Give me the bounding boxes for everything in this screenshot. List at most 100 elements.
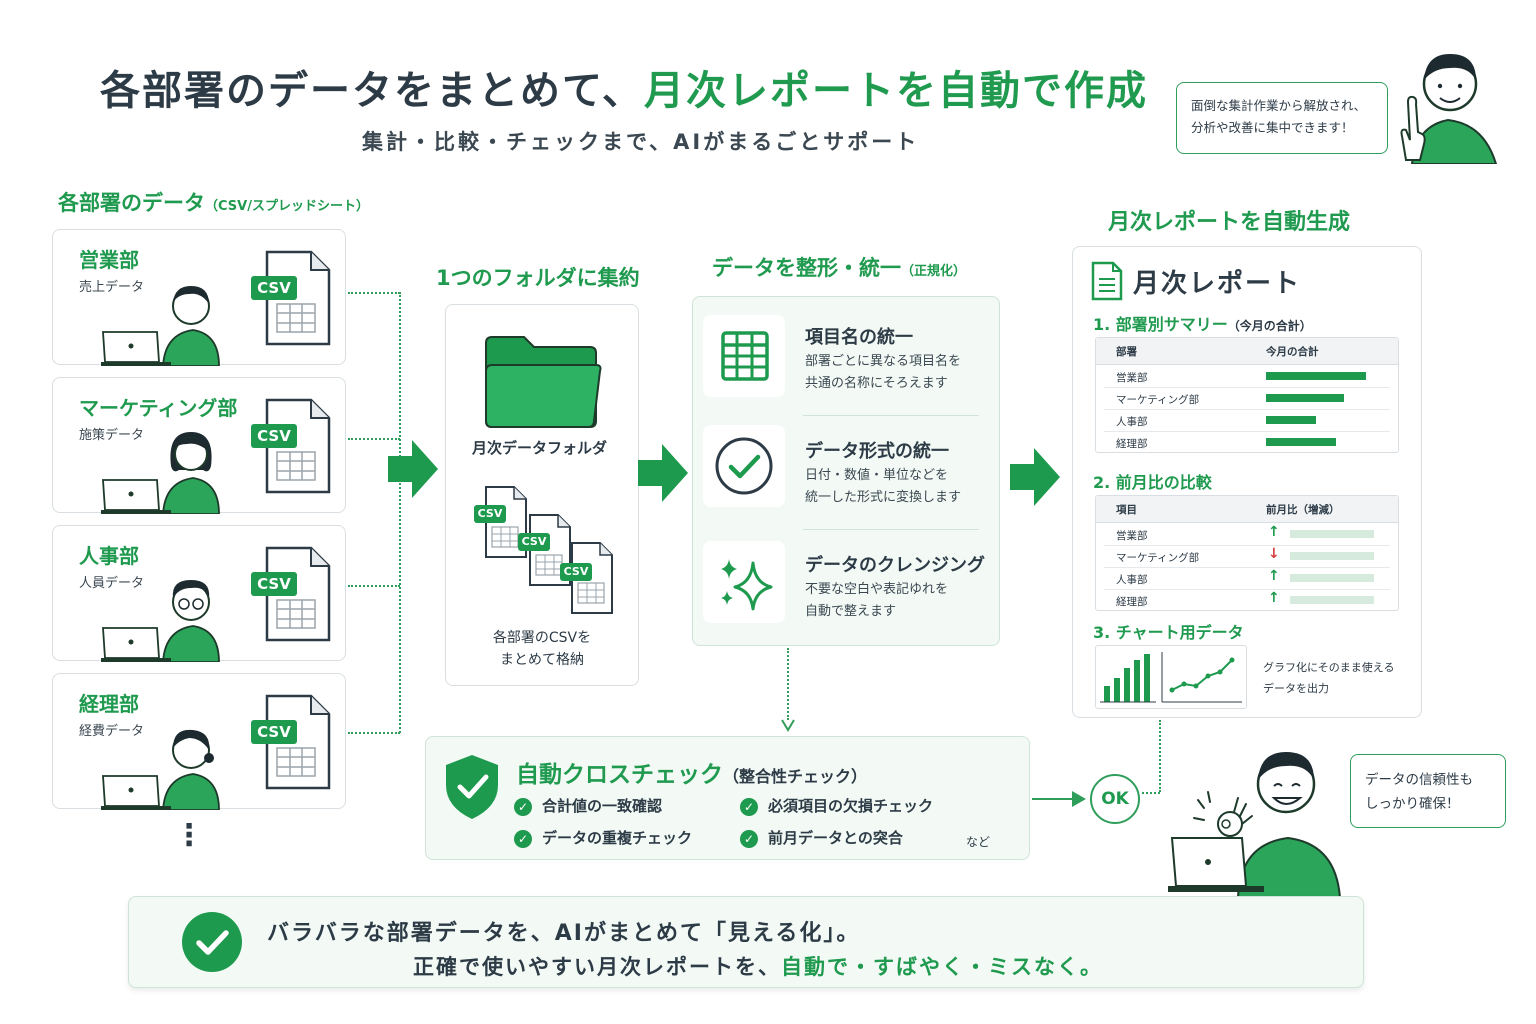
csv-file-icon bbox=[265, 546, 331, 642]
table-col-header: 部署 bbox=[1116, 346, 1137, 358]
dept-data-label: 売上データ bbox=[79, 280, 145, 295]
step-desc-line1: 部署ごとに異なる項目名を bbox=[805, 354, 962, 369]
speech-top-line2: 分析や改善に集中できます！ bbox=[1191, 120, 1354, 135]
table-col-header: 前月比（増減） bbox=[1266, 504, 1340, 516]
check-item: ✓データの重複チェック bbox=[514, 827, 692, 848]
step-icon-box bbox=[703, 541, 785, 623]
folder-name: 月次データフォルダ bbox=[472, 439, 608, 457]
footer-line1: バラバラな部署データを、AIがまとめて「見える化」。 bbox=[267, 921, 861, 946]
row-divider bbox=[1104, 589, 1390, 590]
connector-line bbox=[1142, 792, 1160, 794]
summary-row-label: 人事部 bbox=[1116, 416, 1148, 428]
csv-badge: CSV bbox=[518, 533, 550, 551]
chart-preview bbox=[1095, 645, 1247, 709]
dept-card-sales: 営業部 売上データ CSV bbox=[52, 229, 346, 366]
comparison-bar bbox=[1290, 574, 1374, 582]
folder-caption-line1: 各部署のCSVを bbox=[492, 630, 592, 646]
speech-bubble-bottom: データの信頼性も しっかり確保！ bbox=[1350, 754, 1506, 828]
more-departments-indicator: ⋮ bbox=[174, 818, 204, 853]
folder-card: 月次データフォルダ CSV CSV CSV 各部署のCSVを まとめて格納 bbox=[445, 304, 639, 686]
dept-card-marketing: マーケティング部 施策データ CSV bbox=[52, 377, 346, 514]
normalize-label: データを整形・統一 bbox=[712, 256, 901, 280]
comparison-row-label: 人事部 bbox=[1116, 574, 1148, 586]
comparison-bar bbox=[1290, 530, 1374, 538]
table-header bbox=[1096, 338, 1398, 365]
summary-row-label: マーケティング部 bbox=[1116, 394, 1200, 406]
departments-label: 各部署のデータ bbox=[58, 191, 205, 215]
folder-caption-line2: まとめて格納 bbox=[500, 652, 584, 668]
arrow-head-icon bbox=[1072, 791, 1086, 807]
connector-line bbox=[348, 292, 400, 294]
report-card: 月次レポート 1. 部署別サマリー（今月の合計） 部署 今月の合計 営業部 マー… bbox=[1072, 246, 1422, 718]
connector-line bbox=[348, 438, 400, 440]
summary-bar bbox=[1266, 416, 1316, 424]
person-pointing-illustration bbox=[1400, 54, 1498, 164]
step-icon-box bbox=[703, 315, 785, 397]
row-divider bbox=[1104, 545, 1390, 546]
summary-row-label: 営業部 bbox=[1116, 372, 1148, 384]
dept-data-label: 経費データ bbox=[79, 724, 145, 739]
csv-file-icon bbox=[265, 398, 331, 494]
connector-line bbox=[787, 648, 789, 720]
summary-bar bbox=[1266, 372, 1366, 380]
crosscheck-title: 自動クロスチェック（整合性チェック） bbox=[516, 755, 867, 789]
dept-card-hr: 人事部 人員データ CSV bbox=[52, 525, 346, 662]
title-part3: を自動で作成 bbox=[896, 68, 1148, 114]
crosscheck-title-text: 自動クロスチェック bbox=[516, 762, 723, 788]
table-col-header: 今月の合計 bbox=[1266, 346, 1319, 358]
step-desc-line1: 不要な空白や表記ゆれを bbox=[805, 582, 949, 597]
chart-note-line2: データを出力 bbox=[1263, 682, 1329, 695]
arrow-up-icon: ↑ bbox=[1268, 590, 1280, 606]
comparison-bar bbox=[1290, 552, 1374, 560]
arrow-up-icon: ↑ bbox=[1268, 568, 1280, 584]
footer-line2: 正確で使いやすい月次レポートを、自動で・すばやく・ミスなく。 bbox=[413, 951, 1103, 981]
step-desc-line1: 日付・数値・単位などを bbox=[805, 468, 949, 483]
csv-badge: CSV bbox=[251, 572, 297, 596]
person-at-laptop-illustration bbox=[101, 729, 220, 810]
footer-line2-part2: 自動で・すばやく・ミスなく。 bbox=[781, 955, 1103, 979]
check-item: ✓ 合計値の一致確認 bbox=[514, 795, 662, 816]
dept-data-label: 施策データ bbox=[79, 428, 145, 443]
person-at-laptop-illustration bbox=[101, 432, 220, 514]
csv-file-icon bbox=[265, 694, 331, 790]
csv-badge: CSV bbox=[474, 505, 506, 523]
csv-badge: CSV bbox=[251, 424, 297, 448]
dept-name: 人事部 bbox=[79, 544, 139, 568]
connector-line bbox=[348, 732, 400, 734]
row-divider bbox=[1104, 387, 1390, 388]
title-part2: 月次レポート bbox=[644, 68, 896, 114]
flow-arrow-right-icon bbox=[388, 440, 438, 498]
summary-heading: 1. 部署別サマリー（今月の合計） bbox=[1093, 311, 1312, 335]
comparison-row-label: 経理部 bbox=[1116, 596, 1148, 608]
summary-bar bbox=[1266, 438, 1336, 446]
csv-badge: CSV bbox=[560, 563, 592, 581]
speech-bubble-top: 面倒な集計作業から解放され、 分析や改善に集中できます！ bbox=[1176, 82, 1388, 154]
flow-arrow-right-icon bbox=[638, 444, 688, 502]
folder-icon bbox=[485, 336, 602, 428]
summary-heading-note: （今月の合計） bbox=[1227, 319, 1312, 333]
ok-badge: OK bbox=[1090, 774, 1140, 824]
chart-heading: 3. チャート用データ bbox=[1093, 623, 1244, 642]
row-divider bbox=[1104, 409, 1390, 410]
step-desc-line2: 自動で整えます bbox=[805, 604, 897, 619]
check-dot-icon: ✓ bbox=[514, 797, 532, 816]
step-title: 項目名の統一 bbox=[805, 327, 913, 348]
crosscheck-card: 自動クロスチェック（整合性チェック） ✓合計値の一致確認 ✓必須項目の欠損チェッ… bbox=[425, 736, 1030, 860]
check-dot-icon: ✓ bbox=[740, 829, 758, 848]
person-ok-gesture-illustration bbox=[1168, 752, 1342, 898]
row-divider bbox=[1104, 431, 1390, 432]
csv-badge: CSV bbox=[251, 720, 297, 744]
step-divider bbox=[803, 415, 979, 416]
comparison-bar bbox=[1290, 596, 1374, 604]
crosscheck-title-note: （整合性チェック） bbox=[723, 767, 868, 786]
check-item-label: 合計値の一致確認 bbox=[542, 797, 663, 815]
normalize-section-label: データを整形・統一（正規化） bbox=[712, 252, 966, 282]
csv-file-icon bbox=[265, 250, 331, 346]
summary-bar bbox=[1266, 394, 1344, 402]
page-title: 各部署のデータをまとめて、月次レポートを自動で作成 bbox=[100, 58, 1148, 116]
summary-heading-text: 1. 部署別サマリー bbox=[1093, 315, 1228, 334]
comparison-row-label: マーケティング部 bbox=[1116, 552, 1200, 564]
step-desc-line2: 統一した形式に変換します bbox=[805, 490, 962, 505]
title-part1: 各部署のデータをまとめて、 bbox=[100, 68, 644, 114]
speech-bottom-line1: データの信頼性も bbox=[1365, 772, 1473, 788]
